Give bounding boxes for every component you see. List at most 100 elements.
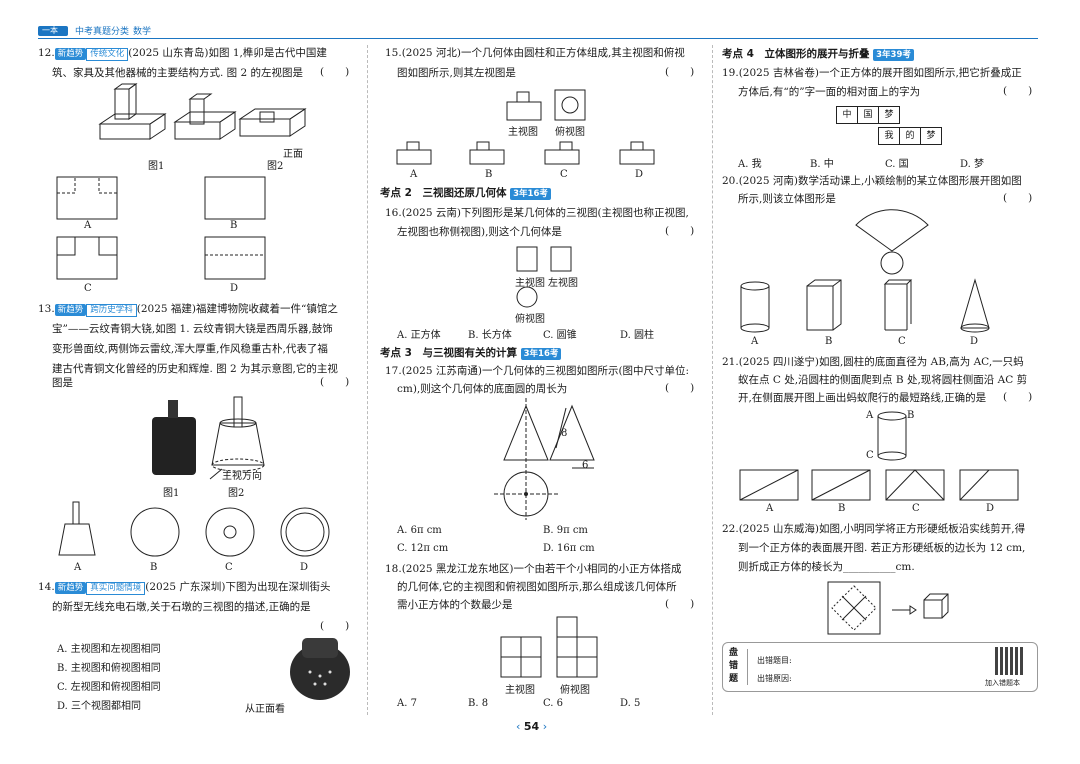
- q15-main-view-label: 主视图: [508, 127, 538, 138]
- q14-front-label: 从正面看: [245, 704, 285, 715]
- net-cell-3: 梦: [878, 106, 900, 124]
- q16-answer-paren[interactable]: ( ): [665, 225, 695, 237]
- q16-option-d[interactable]: D. 圆柱: [620, 330, 655, 341]
- q18-views-figure: [500, 616, 598, 678]
- review-divider: [747, 649, 748, 685]
- q13-option-a[interactable]: A: [74, 562, 82, 573]
- q13-direction-label: 主视方向: [222, 471, 262, 482]
- header-rule: [38, 38, 1038, 39]
- q12-option-b[interactable]: B: [230, 220, 238, 231]
- q14-option-d[interactable]: D. 三个视图都相同: [57, 701, 142, 712]
- q19-option-c[interactable]: C. 国: [885, 159, 909, 170]
- q21-option-b[interactable]: B: [838, 503, 846, 514]
- q21-option-c[interactable]: C: [912, 503, 920, 514]
- q14-option-a[interactable]: A. 主视图和左视图相同: [57, 644, 161, 655]
- trend-tag: 新趋势: [54, 582, 87, 594]
- qr-code[interactable]: [995, 647, 1023, 675]
- q17-option-c[interactable]: C. 12π cm: [397, 543, 449, 554]
- q19-option-b[interactable]: B. 中: [810, 159, 834, 170]
- q20-option-c[interactable]: C: [898, 336, 906, 347]
- q13-option-c[interactable]: C: [225, 562, 233, 573]
- q15-option-a[interactable]: A: [410, 169, 418, 180]
- q12-option-d[interactable]: D: [230, 283, 239, 294]
- q17-answer-paren[interactable]: ( ): [665, 382, 695, 394]
- net-cell-4: 我: [878, 127, 900, 145]
- net-cell-2: 国: [857, 106, 879, 124]
- column-divider-2: [712, 45, 713, 715]
- q17-option-d[interactable]: D. 16π cm: [543, 543, 595, 554]
- page-number: ‹ 54 ›: [516, 720, 548, 733]
- q14-line1: 14.新趋势真实问题情境(2025 广东深圳)下图为出现在深圳街头: [38, 581, 331, 595]
- q12-fig2-label: 图2: [267, 161, 284, 172]
- q21-line2: 蚁在点 C 处,沿圆柱的侧面爬到点 B 处,现将圆柱侧面沿 AC 剪: [738, 374, 1028, 386]
- q15-option-d[interactable]: D: [635, 169, 644, 180]
- q12-line2: 筑、家具及其他器械的主要结构方式. 图 2 的左视图是: [52, 67, 304, 79]
- q19-option-a[interactable]: A. 我: [738, 159, 762, 170]
- q18-answer-paren[interactable]: ( ): [665, 598, 695, 610]
- section-3-title: 考点 3 与三视图有关的计算 3年16考: [380, 345, 562, 360]
- q21-option-figures: [739, 469, 1019, 501]
- q20-answer-paren[interactable]: ( ): [1003, 192, 1033, 204]
- q15-option-c[interactable]: C: [560, 169, 568, 180]
- q20-option-d[interactable]: D: [970, 336, 979, 347]
- q20-net-figure: [855, 209, 929, 275]
- q16-left-label: 左视图: [548, 278, 578, 289]
- q14-option-b[interactable]: B. 主视图和俯视图相同: [57, 663, 161, 674]
- q15-views-figure: [506, 89, 586, 121]
- q13-answer-paren[interactable]: ( ): [320, 376, 350, 388]
- section-2-badge: 3年16考: [510, 188, 551, 200]
- q18-option-b[interactable]: B. 8: [468, 698, 489, 709]
- q16-option-b[interactable]: B. 长方体: [468, 330, 512, 341]
- q20-option-b[interactable]: B: [825, 336, 833, 347]
- error-review-box: 盘错题 出错题目: 出错原因: 加入错题本: [722, 642, 1038, 692]
- q12-answer-paren[interactable]: ( ): [320, 66, 350, 78]
- q22-line1: 22.(2025 山东威海)如图,小明同学将正方形硬纸板沿实线剪开,得: [722, 523, 1026, 535]
- q13-line4: 建古代青铜文化曾经的历史和辉煌. 图 2 为其示意图,它的主视: [52, 363, 338, 375]
- q16-line2: 左视图也称侧视图),则这个几何体是: [397, 226, 562, 238]
- q17-option-a[interactable]: A. 6π cm: [397, 525, 442, 536]
- q19-answer-paren[interactable]: ( ): [1003, 85, 1033, 97]
- trend-tag: 新趋势: [54, 48, 87, 60]
- q16-option-a[interactable]: A. 正方体: [397, 330, 441, 341]
- q18-option-c[interactable]: C. 6: [543, 698, 564, 709]
- q13-line2: 宝”——云纹青铜大铙,如图 1. 云纹青铜大铙是西周乐器,鼓饰: [52, 323, 333, 335]
- q13-option-b[interactable]: B: [150, 562, 158, 573]
- qr-label: 加入错题本: [985, 679, 1020, 687]
- q18-top-label: 俯视图: [560, 685, 590, 696]
- q15-option-b[interactable]: B: [485, 169, 493, 180]
- q19-line2: 方体后,有“的”字一面的相对面上的字为: [738, 86, 921, 98]
- review-reason-label: 出错原因:: [757, 674, 792, 683]
- q19-option-d[interactable]: D. 梦: [960, 159, 985, 170]
- q20-option-a[interactable]: A: [751, 336, 759, 347]
- review-question-label: 出错题目:: [757, 656, 792, 665]
- brand-logo: [38, 26, 68, 36]
- header-series: 中考真题分类: [75, 27, 130, 37]
- q15-answer-paren[interactable]: ( ): [665, 66, 695, 78]
- q13-bell-figure: [152, 396, 265, 480]
- section-2-title: 考点 2 三视图还原几何体 3年16考: [380, 185, 551, 200]
- q21-line1: 21.(2025 四川遂宁)如图,圆柱的底面直径为 AB,高为 AC,一只蚂: [722, 356, 1024, 368]
- header-subject: 数学: [133, 27, 152, 37]
- q12-option-a[interactable]: A: [84, 220, 92, 231]
- q14-answer-paren[interactable]: ( ): [320, 620, 350, 632]
- q13-fig2-label: 图2: [228, 488, 245, 499]
- q12-fig1-label: 图1: [148, 161, 165, 172]
- q18-main-label: 主视图: [505, 685, 535, 696]
- q16-option-c[interactable]: C. 圆锥: [543, 330, 577, 341]
- q21-point-a: A: [866, 410, 874, 421]
- q21-point-c: C: [866, 450, 874, 461]
- q12-option-c[interactable]: C: [84, 283, 92, 294]
- q18-option-a[interactable]: A. 7: [397, 698, 417, 709]
- q17-line2: cm),则这个几何体的底面圆的周长为: [397, 383, 568, 395]
- q17-option-b[interactable]: B. 9π cm: [543, 525, 588, 536]
- topic-tag: 传统文化: [86, 48, 129, 61]
- q14-option-c[interactable]: C. 左视图和俯视图相同: [57, 682, 161, 693]
- q21-option-d[interactable]: D: [986, 503, 995, 514]
- q13-option-d[interactable]: D: [300, 562, 309, 573]
- q21-answer-paren[interactable]: ( ): [1003, 391, 1033, 403]
- net-cell-6: 梦: [920, 127, 942, 145]
- q15-line1: 15.(2025 河北)一个几何体由圆柱和正方体组成,其主视图和俯视: [385, 47, 685, 59]
- q18-option-d[interactable]: D. 5: [620, 698, 641, 709]
- q12-option-figures: [56, 176, 266, 280]
- q21-option-a[interactable]: A: [766, 503, 774, 514]
